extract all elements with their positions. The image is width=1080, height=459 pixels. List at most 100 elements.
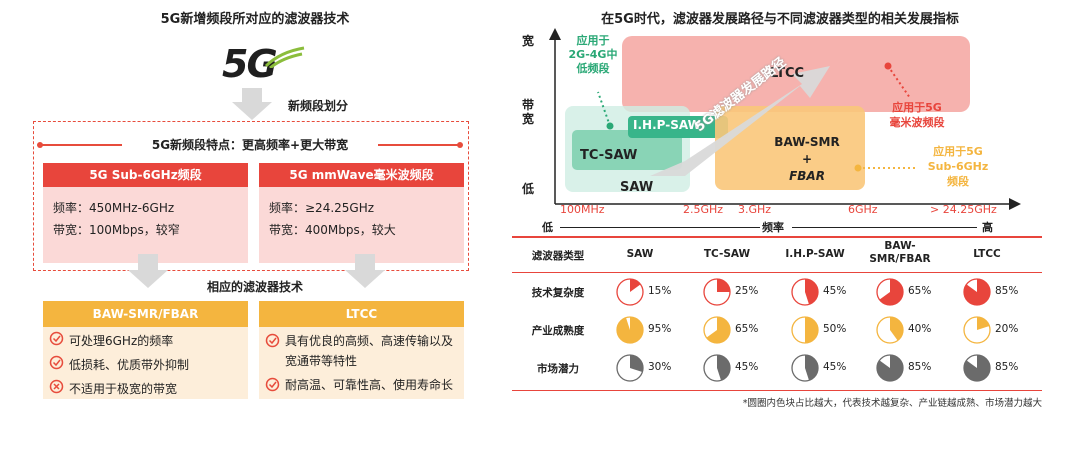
x-caption-line-right (792, 227, 977, 228)
y-axis-top-label: 宽 (522, 34, 535, 48)
pie-gauge (963, 354, 991, 382)
baw-item: 可处理6GHz的频率 (49, 331, 242, 351)
band-division-label: 新频段划分 (288, 99, 349, 113)
x-axis-end-label: 高 (982, 221, 993, 234)
check-circle-icon (49, 331, 64, 346)
mmwave-header: 5G mmWave毫米波频段 (259, 163, 464, 187)
table-type-header: BAW- SMR/FBAR (869, 240, 931, 265)
check-circle-icon (265, 333, 280, 348)
table-bottom-rule (512, 390, 1042, 391)
sub6-annotation: 应用于5G Sub-6GHz 频段 (927, 145, 989, 188)
pie-percent-label: 85% (908, 361, 932, 373)
pie-percent-label: 45% (735, 361, 759, 373)
mmwave-freq: 频率：≥24.25GHz (269, 201, 375, 215)
x-tick: 100MHz (560, 203, 605, 216)
pie-slice (805, 355, 818, 381)
pie-slice (890, 317, 904, 341)
saw-region-label: SAW (620, 180, 654, 195)
tech-title: 相应的滤波器技术 (206, 280, 303, 294)
ltcc-header: LTCC (259, 301, 464, 327)
x-tick: 2.5GHz (683, 203, 724, 216)
5g-logo: 5G (222, 42, 305, 88)
mmwave-annotation: 应用于5G 毫米波频段 (889, 101, 945, 129)
pie-slice (617, 317, 644, 343)
sub6-bandwidth: 带宽：100Mbps，较窄 (53, 223, 180, 237)
mmwave-leader (887, 65, 911, 99)
cross-circle-icon (49, 379, 64, 394)
pie-slice (963, 279, 990, 305)
mmwave-bandwidth: 带宽：400Mbps，较大 (269, 223, 396, 237)
pie-slice (630, 279, 641, 292)
x-tick: 3.GHz (738, 203, 772, 216)
pie-percent-label: 30% (648, 361, 672, 373)
pie-percent-label: 85% (995, 361, 1019, 373)
ltcc-item: 耐高温、可靠性高、使用寿命长 (265, 375, 458, 395)
pie-gauge (616, 354, 644, 382)
x-tick: > 24.25GHz (930, 203, 997, 216)
table-header-label: 滤波器类型 (531, 250, 585, 262)
filter-path-chart (549, 28, 1021, 210)
feature-title: 5G新频段特点：更高频率+更大带宽 (151, 138, 349, 152)
pie-slice (717, 279, 730, 292)
table-row-label: 技术复杂度 (531, 287, 585, 299)
table-type-header: SAW (626, 248, 654, 260)
sub6-freq: 频率：450MHz-6GHz (53, 201, 175, 215)
pie-gauge (703, 278, 731, 306)
check-circle-icon (265, 377, 280, 392)
table-row-label: 产业成熟度 (531, 325, 585, 337)
baw-header: BAW-SMR/FBAR (43, 301, 248, 327)
pie-slice (963, 355, 990, 381)
feature-line-right (378, 144, 460, 146)
table-row-label: 市场潜力 (537, 363, 579, 375)
pie-percent-label: 65% (735, 323, 759, 335)
pie-percent-label: 85% (995, 285, 1019, 297)
table-type-header: TC-SAW (703, 248, 751, 260)
legacy-leader (597, 91, 611, 127)
pie-slice (805, 317, 818, 343)
ihp-saw-region-label: I.H.P-SAW (633, 118, 701, 132)
pie-slice (805, 279, 818, 305)
pie-percent-label: 40% (908, 323, 932, 335)
pie-slice (706, 317, 730, 343)
baw-body: 可处理6GHz的频率 低损耗、优质带外抑制 不适用于极宽的带宽 (43, 327, 248, 399)
ltcc-item: 具有优良的高频、高速传输以及宽通带等特性 (265, 331, 458, 371)
y-axis-middle-label: 带宽 (522, 98, 535, 126)
pie-percent-label: 45% (823, 285, 847, 297)
pie-gauge (963, 278, 991, 306)
x-tick: 6GHz (848, 203, 878, 216)
pie-gauge (616, 316, 644, 344)
ltcc-body: 具有优良的高频、高速传输以及宽通带等特性 耐高温、可靠性高、使用寿命长 (259, 327, 464, 399)
tc-saw-region-label: TC-SAW (580, 148, 638, 163)
pie-gauge (876, 316, 904, 344)
legacy-annotation: 应用于 2G-4G中 低频段 (568, 34, 618, 75)
pie-gauge (876, 278, 904, 306)
pie-percent-label: 15% (648, 285, 672, 297)
gray-arrow-down-icon (232, 88, 272, 120)
pie-gauge (963, 316, 991, 344)
pie-gauge (616, 278, 644, 306)
gray-arrow-down-icon (128, 254, 168, 288)
table-footnote: *圆圈内色块占比越大，代表技术越复杂、产业链越成熟、市场潜力越大 (742, 398, 1042, 409)
sub6-body: 频率：450MHz-6GHz 带宽：100Mbps，较窄 (43, 187, 248, 263)
pie-slice (717, 355, 730, 381)
pie-gauge (791, 316, 819, 344)
feature-dashed-box (33, 121, 469, 271)
x-axis-middle-label: 频率 (762, 221, 784, 234)
path-arrow-icon (650, 66, 830, 176)
pie-gauge (791, 354, 819, 382)
signal-arcs-icon (264, 46, 305, 68)
pie-percent-label: 95% (648, 323, 672, 335)
pie-slice (879, 279, 903, 305)
feature-dot-left (37, 142, 43, 148)
pie-percent-label: 25% (735, 285, 759, 297)
feature-dot-right (457, 142, 463, 148)
baw-item: 低损耗、优质带外抑制 (49, 355, 242, 375)
pie-gauge (703, 316, 731, 344)
baw-region (715, 106, 865, 190)
pie-gauge (876, 354, 904, 382)
gray-arrow-down-icon (345, 254, 385, 288)
check-circle-icon (49, 355, 64, 370)
sub6-header: 5G Sub-6GHz频段 (43, 163, 248, 187)
y-axis-bottom-label: 低 (522, 182, 535, 196)
pie-slice (977, 317, 990, 330)
